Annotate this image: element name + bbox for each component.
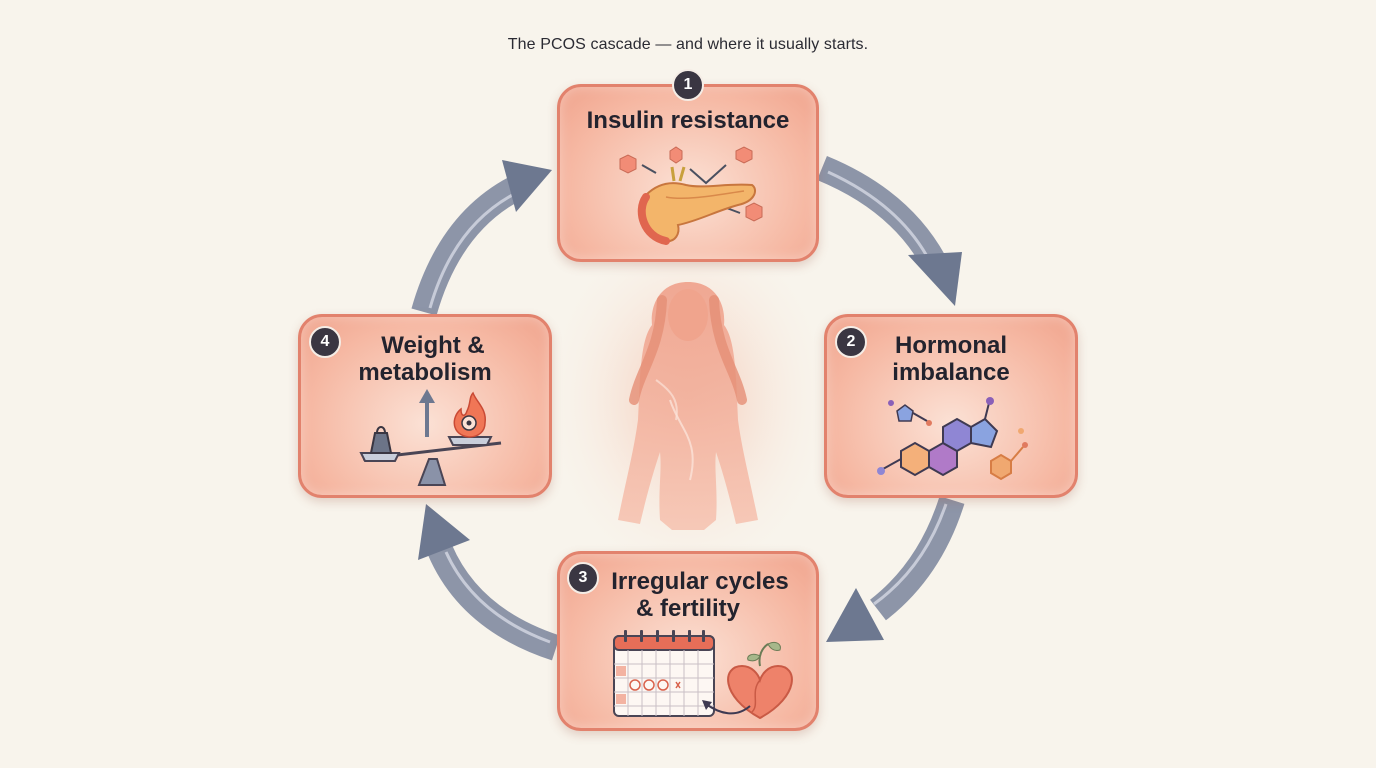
arrow-4-to-1 <box>411 160 552 316</box>
diagram-caption: The PCOS cascade — and where it usually … <box>507 36 869 53</box>
step-1-title: Insulin resistance <box>586 107 790 134</box>
arrow-1-to-2 <box>816 155 962 306</box>
pancreas-icon <box>619 146 763 245</box>
female-silhouette-icon <box>618 282 758 530</box>
step-2-badge: 2 <box>835 326 867 358</box>
step-card-1: Insulin resistance <box>557 84 819 262</box>
hormone-molecule-icon <box>877 397 1028 481</box>
step-2-title-line-2: imbalance <box>892 359 1010 386</box>
step-1-badge: 1 <box>672 69 704 101</box>
step-4-title-line-2: metabolism <box>358 359 492 386</box>
step-3-title-line-1: Irregular cycles <box>611 568 789 595</box>
step-3-badge: 3 <box>567 562 599 594</box>
step-3-title-line-2: & fertility <box>635 595 740 622</box>
calendar-heart-icon <box>613 630 793 720</box>
step-4-badge: 4 <box>309 326 341 358</box>
step-4-title-line-1: Weight & <box>381 332 485 359</box>
arrow-3-to-4 <box>418 504 561 661</box>
arrow-2-to-3 <box>826 495 965 642</box>
step-2-title-line-1: Hormonal <box>894 332 1007 359</box>
step-card-3: Irregular cycles & fertility <box>557 551 819 731</box>
scale-flame-icon <box>359 389 502 486</box>
